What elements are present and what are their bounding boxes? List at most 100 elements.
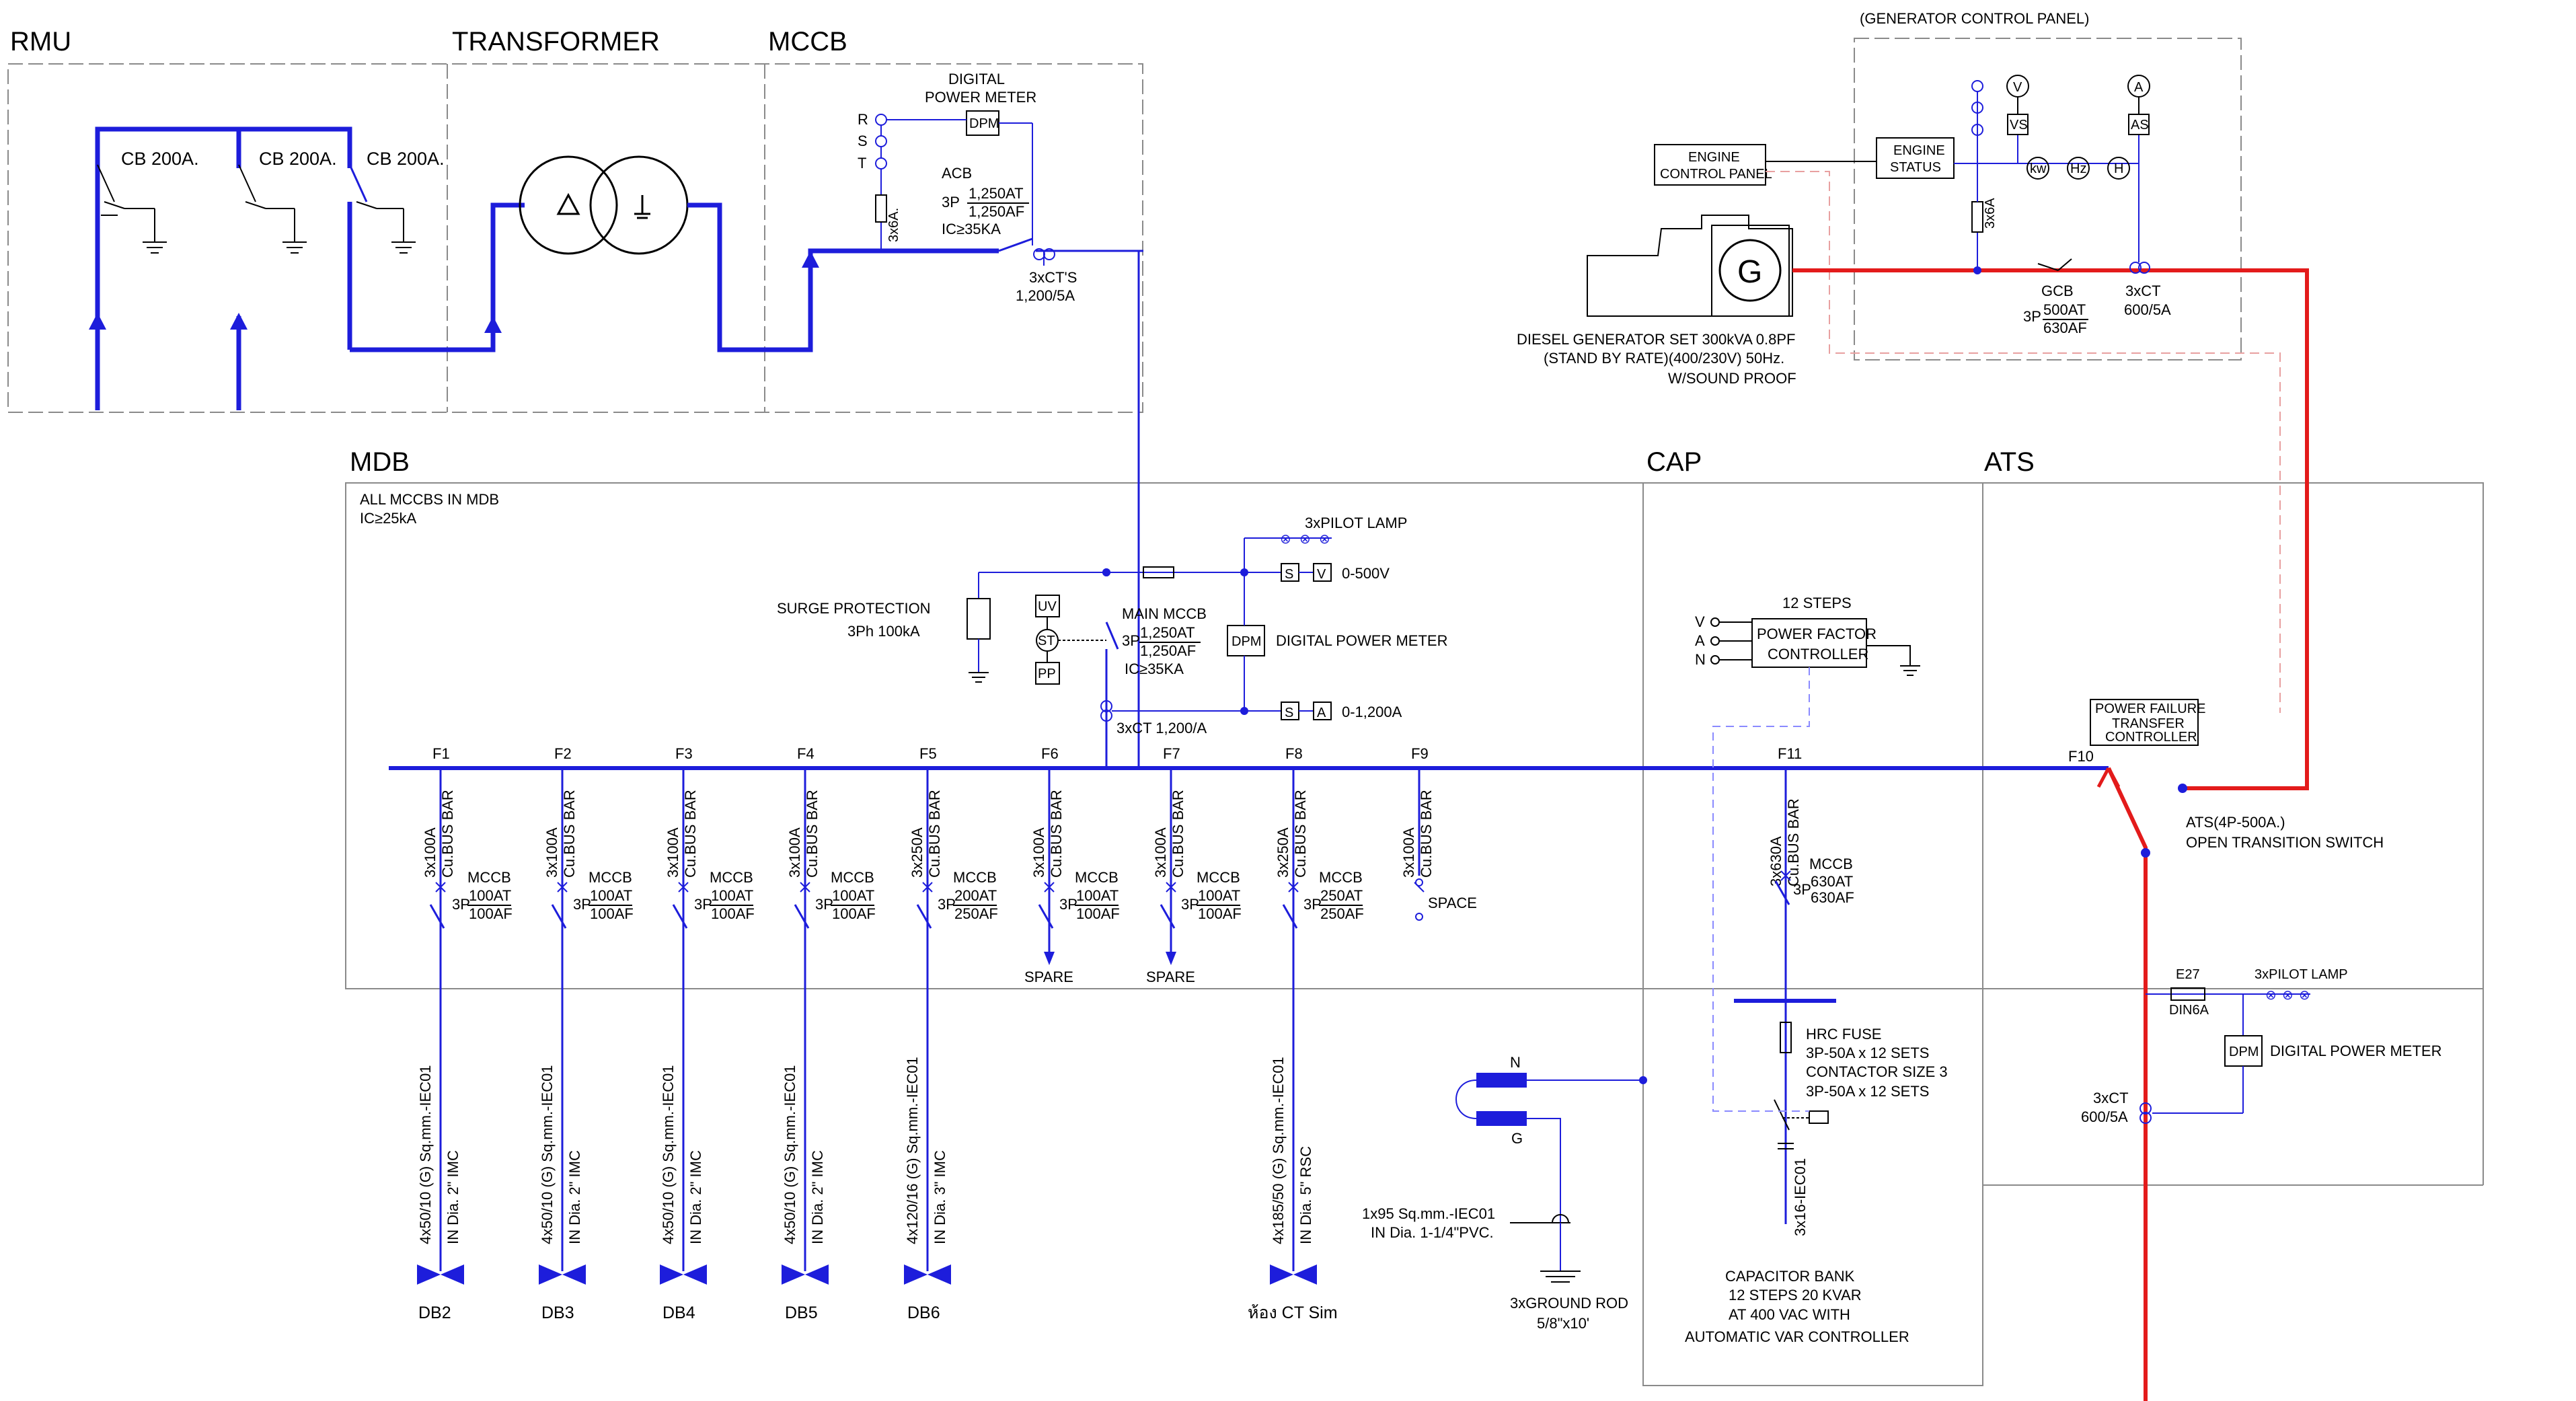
- generator-g: G: [1737, 254, 1762, 290]
- rmu-breaker-1: [97, 164, 167, 254]
- gcb-af: 630AF: [2043, 319, 2087, 336]
- feeder-3-mccb: MCCB: [710, 869, 753, 886]
- feeder-8-fuse: 3x250A: [1275, 827, 1291, 878]
- feeder-6: F6 3x100A Cu.BUS BAR MCCB 3P 100AT 100AF…: [1024, 745, 1120, 985]
- mccb-fuse-label: 3x6A.: [886, 208, 901, 242]
- engine-control-2: CONTROL PANEL: [1660, 167, 1772, 182]
- ats-fuse-label: E27: [2176, 967, 2200, 982]
- s-box-a: S: [1285, 706, 1293, 720]
- bank-3: AT 400 VAC WITH: [1729, 1306, 1850, 1323]
- feeder-2-id: F2: [554, 745, 572, 762]
- ats-section: F10 POWER FAILURE TRANSFER CONTROLLER AT…: [2068, 699, 2441, 1401]
- pp-box: PP: [1038, 667, 1056, 681]
- mdb-ct: 3xCT 1,200/A: [1116, 720, 1207, 736]
- acb-at: 1,250AT: [969, 185, 1024, 202]
- gcb-label: GCB: [2041, 282, 2074, 299]
- feeder-1-poles: 3P: [452, 896, 470, 913]
- feeder-4-cable: 4x50/10 (G) Sq.mm.-IEC01: [782, 1065, 798, 1244]
- ground-rod-1: 3xGROUND ROD: [1510, 1295, 1628, 1312]
- feeder-8: F8 3x250A Cu.BUS BAR MCCB 3P 250AT 250AF…: [1248, 745, 1364, 1322]
- feeder-3-fuse: 3x100A: [665, 827, 681, 878]
- feeder-8-at: 250AT: [1320, 887, 1363, 904]
- feeder-4-fuse: 3x100A: [786, 827, 803, 878]
- a-box: A: [1317, 706, 1326, 720]
- uv-box: UV: [1038, 599, 1057, 614]
- heading-mccb: MCCB: [768, 27, 847, 56]
- hrc-1: HRC FUSE: [1806, 1026, 1881, 1043]
- bank-2: 12 STEPS 20 KVAR: [1729, 1287, 1862, 1303]
- heading-ats: ATS: [1984, 447, 2035, 477]
- feeder-6-af: 100AF: [1076, 905, 1120, 922]
- feeder-6-bus: Cu.BUS BAR: [1048, 790, 1065, 878]
- feeder-4-mccb: MCCB: [831, 869, 874, 886]
- phase-s: S: [858, 132, 868, 149]
- feeder-4: F4 3x100A Cu.BUS BAR MCCB 3P 100AT 100AF…: [782, 745, 876, 1322]
- svg-text:⊗: ⊗: [2282, 988, 2294, 1003]
- rmu-breaker-2: [238, 164, 307, 254]
- ground-cable-2: IN Dia. 1-1/4"PVC.: [1371, 1224, 1494, 1241]
- bank-4: AUTOMATIC VAR CONTROLLER: [1685, 1328, 1909, 1345]
- feeders: F1 3x100A Cu.BUS BAR MCCB 3P 100AT 100AF…: [417, 745, 1477, 1322]
- feeder-5-at: 200AT: [954, 887, 997, 904]
- pfc-in-v: V: [1695, 613, 1705, 630]
- feeder-8-conduit: IN Dia. 5" RSC: [1297, 1146, 1314, 1244]
- main-mccb-at: 1,250AT: [1140, 624, 1195, 641]
- feeder-7-mccb: MCCB: [1197, 869, 1240, 886]
- mccb-section: DIGITAL POWER METER DPM R S T 3x6A. ACB …: [858, 71, 1143, 767]
- hrc-2: 3P-50A x 12 SETS: [1806, 1045, 1929, 1061]
- feeder-9-id: F9: [1411, 745, 1429, 762]
- g-label: G: [1511, 1130, 1523, 1147]
- feeder-2-bus: Cu.BUS BAR: [561, 790, 578, 878]
- heading-transformer: TRANSFORMER: [452, 27, 660, 56]
- feeder-5-af: 250AF: [954, 905, 998, 922]
- feeder-7-bus: Cu.BUS BAR: [1170, 790, 1186, 878]
- cap-cable: 3x16-IEC01: [1792, 1158, 1809, 1236]
- svg-text:⊗: ⊗: [1319, 532, 1330, 547]
- v-range: 0-500V: [1342, 565, 1390, 582]
- feeder-6-dest: SPARE: [1024, 969, 1073, 985]
- ground-cable-1: 1x95 Sq.mm.-IEC01: [1362, 1205, 1495, 1222]
- ats-dpm: DPM: [2229, 1045, 2259, 1059]
- feeder-2: F2 3x100A Cu.BUS BAR MCCB 3P 100AT 100AF…: [539, 745, 634, 1322]
- feeder-2-conduit: IN Dia. 2" IMC: [566, 1150, 583, 1244]
- v-box: V: [1317, 567, 1326, 582]
- cap-feeder-id: F11: [1778, 745, 1802, 762]
- feeder-6-mccb: MCCB: [1075, 869, 1119, 886]
- meter-vs: VS: [2010, 118, 2028, 132]
- mdb-main: ALL MCCBS IN MDB IC≥25kA 3xPILOT LAMP ⊗ …: [360, 491, 2109, 770]
- feeder-5: F5 3x250A Cu.BUS BAR MCCB 3P 200AT 250AF…: [904, 745, 998, 1322]
- feeder-4-at: 100AT: [832, 887, 874, 904]
- bank-1: CAPACITOR BANK: [1725, 1268, 1855, 1285]
- pfc-2: CONTROLLER: [1768, 646, 1868, 662]
- feeder-3-bus: Cu.BUS BAR: [682, 790, 699, 878]
- main-mccb-af: 1,250AF: [1140, 642, 1196, 659]
- feeder-7-af: 100AF: [1198, 905, 1242, 922]
- rmu-breaker-label-3: CB 200A.: [367, 149, 445, 169]
- mdb-dpm-label: DIGITAL POWER METER: [1276, 632, 1447, 649]
- mccb-dpm-box: DPM: [969, 116, 999, 131]
- phase-t: T: [858, 155, 866, 172]
- feeder-5-id: F5: [919, 745, 937, 762]
- feeder-2-at: 100AT: [590, 887, 632, 904]
- feeder-5-poles: 3P: [938, 896, 956, 913]
- feeder-3-at: 100AT: [711, 887, 753, 904]
- svg-text:⊗: ⊗: [1299, 532, 1311, 547]
- mccb-ct-1: 3xCT'S: [1029, 269, 1077, 286]
- engine-status-2: STATUS: [1890, 160, 1941, 175]
- svg-text:⊗: ⊗: [2265, 988, 2277, 1003]
- feeder-5-bus: Cu.BUS BAR: [926, 790, 943, 878]
- gen-ct-2: 600/5A: [2124, 301, 2171, 318]
- pftc-3: CONTROLLER: [2105, 730, 2197, 745]
- ground-rod-2: 5/8"x10': [1537, 1315, 1589, 1332]
- gcb-at: 500AT: [2043, 301, 2086, 318]
- feeder-3-dest: DB4: [662, 1303, 695, 1322]
- feeder-7-id: F7: [1163, 745, 1180, 762]
- feeder-2-cable: 4x50/10 (G) Sq.mm.-IEC01: [539, 1065, 556, 1244]
- feeder-6-poles: 3P: [1059, 896, 1077, 913]
- ats-label-2: OPEN TRANSITION SWITCH: [2186, 834, 2384, 851]
- feeder-8-poles: 3P: [1303, 896, 1322, 913]
- hrc-4: 3P-50A x 12 SETS: [1806, 1083, 1929, 1100]
- a-range: 0-1,200A: [1342, 704, 1402, 720]
- hrc-3: CONTACTOR SIZE 3: [1806, 1063, 1948, 1080]
- feeder-1-cable: 4x50/10 (G) Sq.mm.-IEC01: [417, 1065, 434, 1244]
